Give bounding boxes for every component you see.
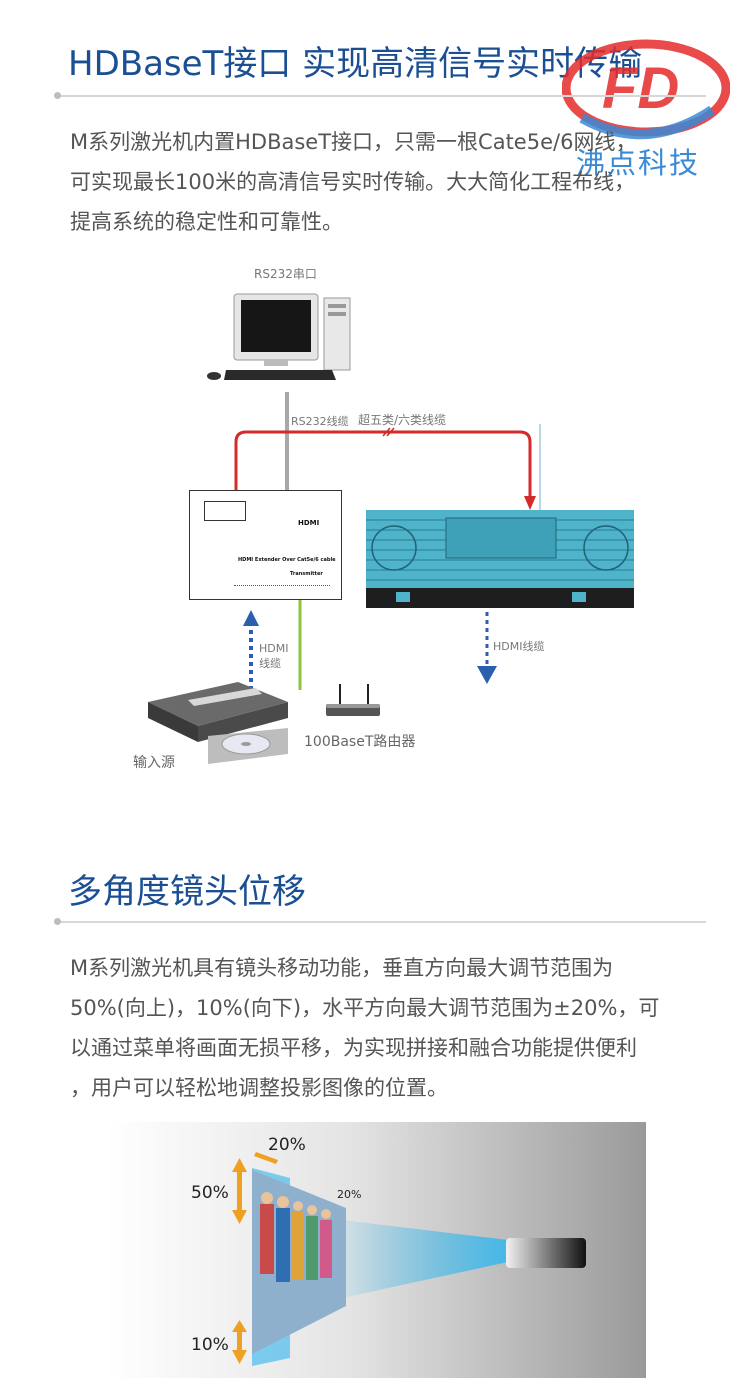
- computer-icon: [207, 293, 351, 380]
- section1-paragraph: M系列激光机内置HDBaseT接口，只需一根Cate5e/6网线， 可实现最长1…: [70, 122, 710, 242]
- section1-line-2: 可实现最长100米的高清信号实时传输。大大简化工程布线，: [70, 170, 636, 194]
- section2-title: 多角度镜头位移: [68, 872, 306, 912]
- hdmi-cable-out-label: HDMI线缆: [493, 640, 545, 653]
- connection-lines: [234, 392, 541, 690]
- rs232-cable-label: RS232线缆: [291, 415, 349, 428]
- logo-mark-text: FD: [602, 56, 679, 121]
- section2-line-2: 50%(向上)，10%(向下)，水平方向最大调节范围为±20%，可: [70, 996, 660, 1020]
- section1-divider: [54, 92, 706, 99]
- projector-icon: [366, 510, 634, 608]
- box-extender-label: HDMI Extender Over Cat5e/6 cable: [238, 557, 336, 563]
- box-hdmi-logo: HDMI: [298, 519, 320, 527]
- router-label: 100BaseT路由器: [304, 734, 416, 750]
- box-port-row: [234, 585, 330, 589]
- section2-line-1: M系列激光机具有镜头移动功能，垂直方向最大调节范围为: [70, 956, 614, 980]
- hdmi-cable-in-label-1: HDMI: [259, 642, 289, 655]
- section1-line-3: 提高系统的稳定性和可靠性。: [70, 210, 343, 234]
- projection-svg: [232, 1152, 586, 1366]
- router-icon: [326, 684, 380, 716]
- cat-cable-label: 超五类/六类线缆: [358, 413, 447, 427]
- source-label: 输入源: [133, 755, 175, 771]
- shift-down-label: 10%: [191, 1335, 229, 1355]
- dvd-player-icon: [148, 682, 288, 764]
- section1-title: HDBaseT接口 实现高清信号实时传输: [68, 44, 643, 84]
- logo-text: 沸点科技: [576, 146, 701, 180]
- section1-line-1: M系列激光机内置HDBaseT接口，只需一根Cate5e/6网线，: [70, 130, 637, 154]
- hdbaset-transmitter-box: HDMI HDMI Extender Over Cat5e/6 cable Tr…: [189, 490, 342, 600]
- shift-top-horizontal-label: 20%: [268, 1135, 306, 1155]
- section2-line-4: ，用户可以轻松地调整投影图像的位置。: [70, 1076, 448, 1100]
- shift-up-label: 50%: [191, 1183, 229, 1203]
- box-transmitter-label: Transmitter: [290, 571, 323, 577]
- hdmi-cable-in-label-2: 线缆: [259, 657, 281, 670]
- fd-logo-mark: FD: [562, 39, 730, 140]
- shift-side-horizontal-label: 20%: [337, 1188, 362, 1201]
- lens-shift-illustration: [106, 1122, 646, 1378]
- section2-divider: [54, 918, 706, 925]
- port-panel: [204, 501, 246, 521]
- section2-line-3: 以通过菜单将画面无损平移，为实现拼接和融合功能提供便利: [70, 1036, 637, 1060]
- section2-paragraph: M系列激光机具有镜头移动功能，垂直方向最大调节范围为 50%(向上)，10%(向…: [70, 948, 710, 1108]
- rs232-port-label: RS232串口: [254, 267, 317, 281]
